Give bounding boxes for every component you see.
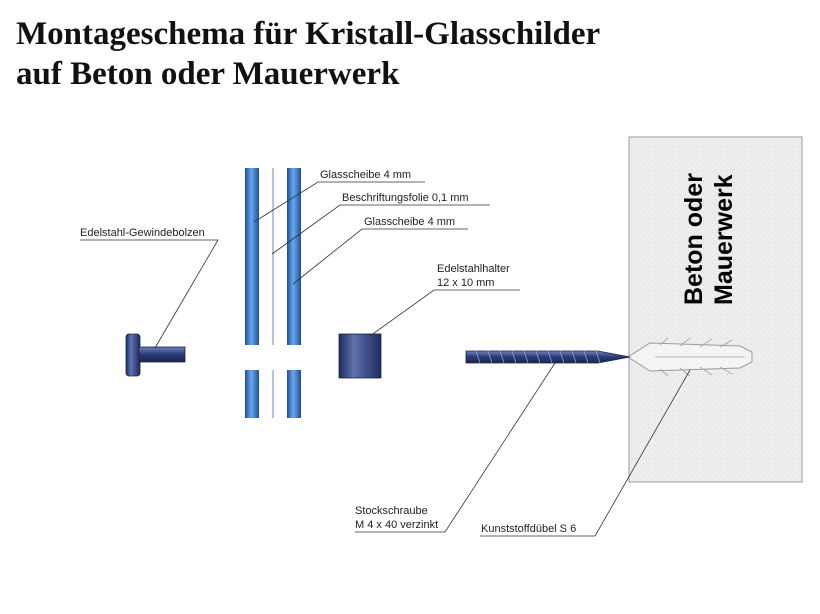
label-film: Beschriftungsfolie 0,1 mm: [342, 192, 469, 204]
glass-pane-front-icon: [245, 168, 259, 418]
label-dowel: Kunststoffdübel S 6: [481, 523, 576, 535]
title-line-1: Montageschema für Kristall-Glasschilder: [16, 16, 601, 52]
label-bolt: Edelstahl-Gewindebolzen: [80, 227, 205, 239]
page-title: Montageschema für Kristall-Glasschilder …: [16, 14, 600, 94]
steel-holder-icon: [338, 333, 382, 379]
leader-screw: [355, 362, 556, 533]
wall-label-line-1: Beton oder: [680, 173, 708, 305]
leader-dowel: [480, 369, 691, 537]
title-line-2: auf Beton oder Mauerwerk: [16, 56, 400, 92]
label-holder-line-2: 12 x 10 mm: [437, 277, 494, 289]
plastic-dowel-icon: [627, 337, 753, 377]
label-screw-line-2: M 4 x 40 verzinkt: [355, 519, 438, 531]
threaded-bolt-icon: [125, 333, 186, 377]
label-glass-front: Glasscheibe 4 mm: [320, 169, 411, 181]
label-holder-line-1: Edelstahlhalter: [437, 263, 510, 275]
film-layer-icon: [272, 168, 274, 418]
leader-glass-front: [253, 181, 425, 223]
leader-glass-back: [292, 228, 468, 285]
leader-lines: [80, 181, 691, 537]
label-screw-line-1: Stockschraube: [355, 505, 428, 517]
wood-screw-icon: [465, 350, 631, 364]
wall-block: Beton oder Mauerwerk: [628, 136, 803, 483]
leader-bolt: [80, 239, 219, 349]
leader-holder: [369, 289, 520, 337]
wall-label-line-2: Mauerwerk: [710, 174, 738, 305]
label-glass-back: Glasscheibe 4 mm: [364, 216, 455, 228]
leader-film: [271, 204, 490, 255]
glass-pane-back-icon: [287, 168, 301, 418]
